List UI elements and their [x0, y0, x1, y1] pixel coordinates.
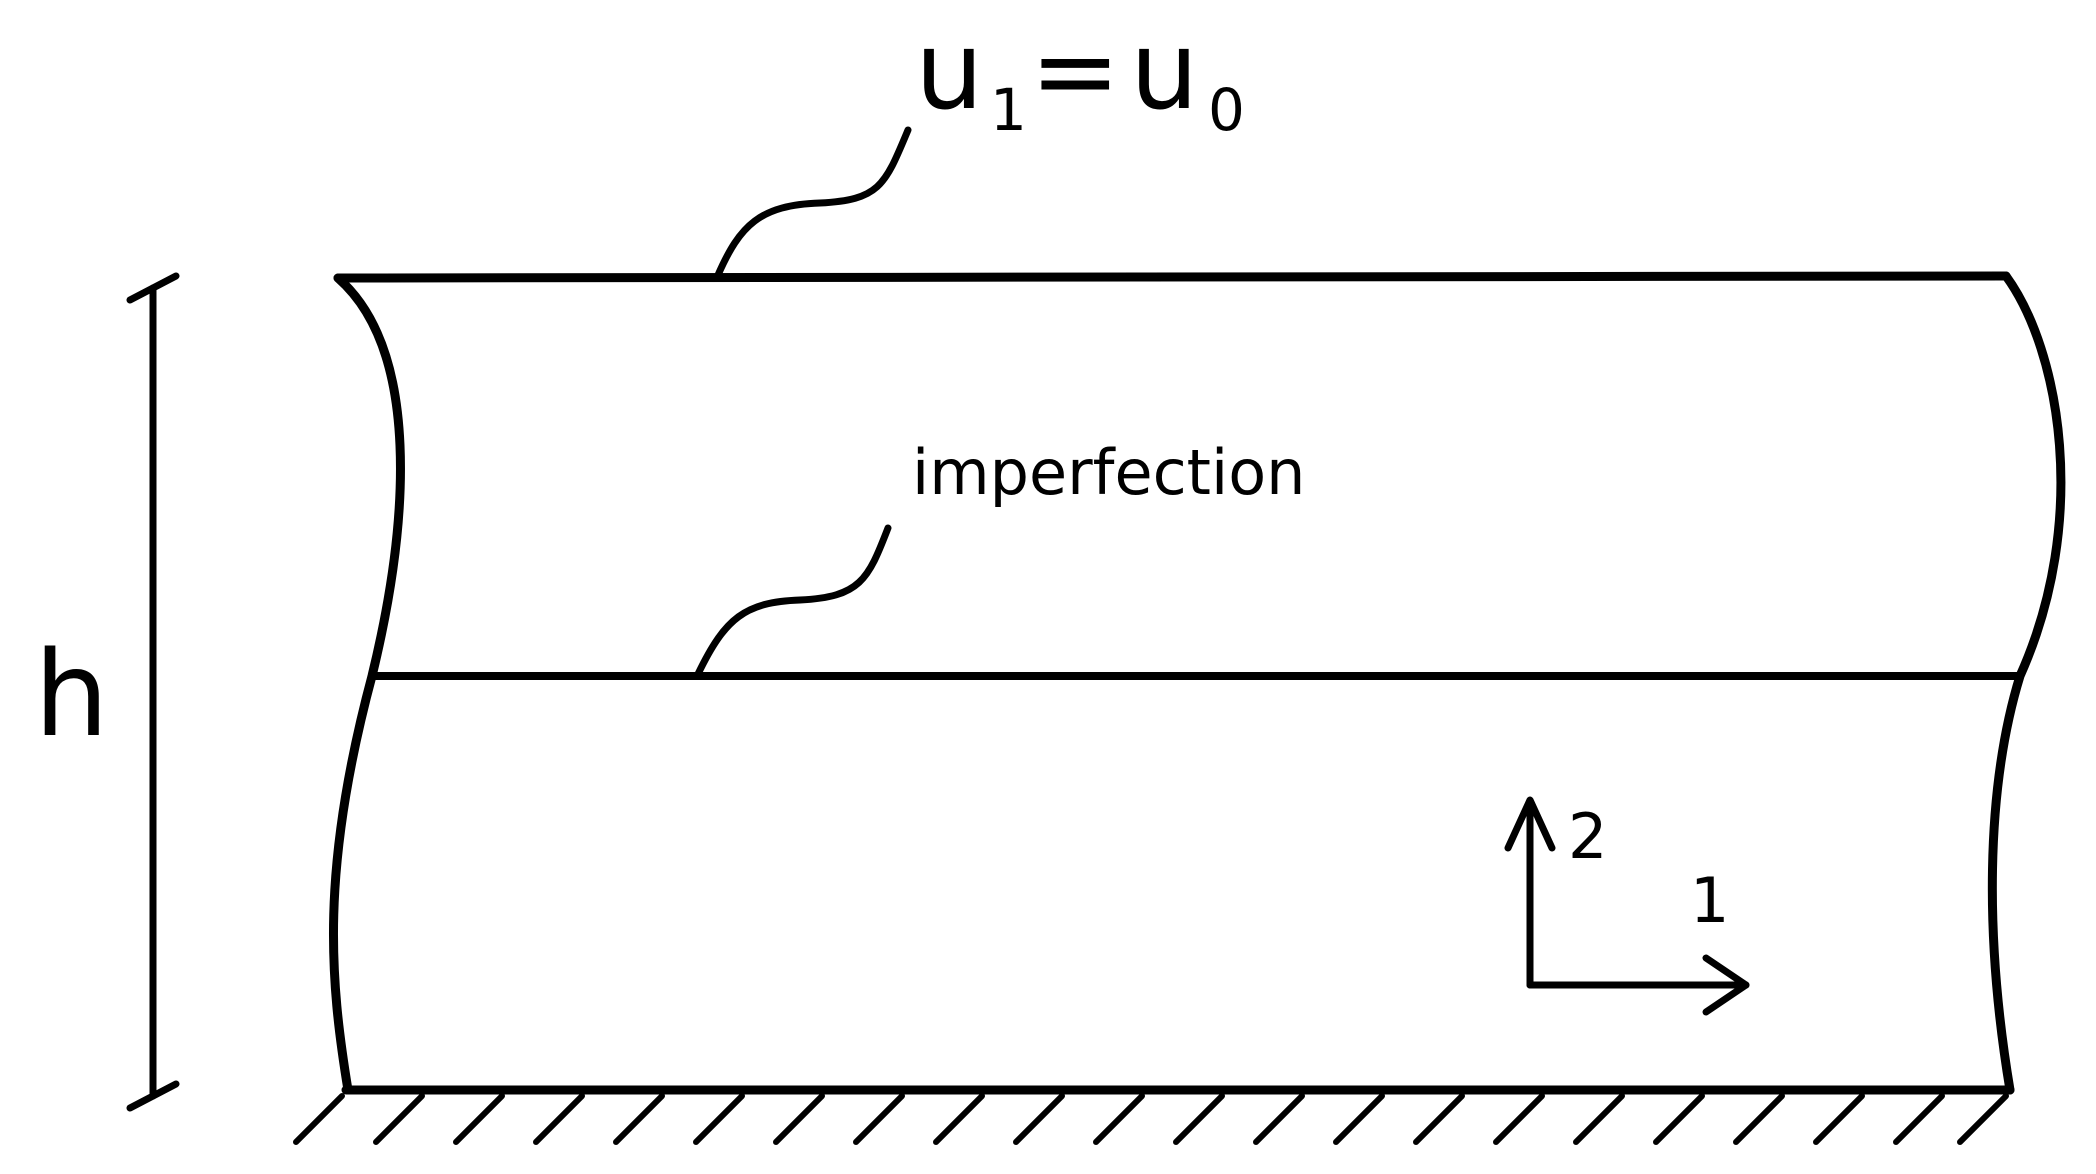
layer-top-surface — [333, 271, 2011, 283]
top-boundary-condition-label: u 1 = u 0 — [915, 9, 1245, 144]
bc-equals-sign: = — [1030, 9, 1121, 134]
bc-u-symbol-2: u — [1130, 9, 1198, 134]
height-label: h — [34, 625, 109, 763]
layer-right-edge — [1987, 271, 2066, 1095]
axis-1-arrowhead — [1702, 954, 1750, 1016]
layer-left-edge — [329, 273, 405, 1095]
fixed-support-hatching — [293, 1093, 2009, 1145]
top-leader-line — [714, 126, 912, 279]
bc-subscript-0: 0 — [1208, 76, 1245, 144]
axis-2-label: 2 — [1568, 800, 1607, 873]
imperfection-leader-line — [694, 524, 892, 678]
coordinate-axes — [1504, 796, 1750, 1016]
axis-2-arrowhead — [1504, 796, 1556, 852]
height-dimension — [126, 272, 180, 1112]
bc-subscript-1: 1 — [990, 76, 1027, 144]
bc-u-symbol: u — [915, 9, 983, 134]
axis-1-label: 1 — [1690, 864, 1729, 937]
imperfection-label: imperfection — [912, 436, 1305, 509]
